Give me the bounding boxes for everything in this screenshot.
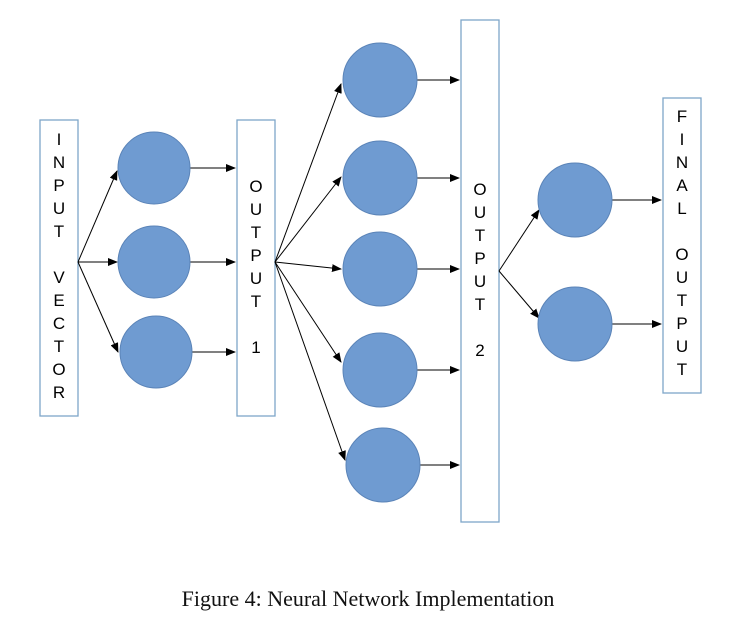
layer2-node [342, 231, 418, 307]
edge-output1-to-node6 [274, 261, 342, 273]
label-letter: O [52, 360, 65, 379]
label-letter: L [677, 199, 686, 218]
layer3-node [537, 162, 613, 238]
label-letter: T [475, 226, 485, 245]
edge-input-to-node3 [77, 261, 119, 353]
label-letter: P [676, 314, 687, 333]
label-letter: V [53, 268, 65, 287]
label-letter: U [474, 203, 486, 222]
edge-output1-to-node8 [274, 261, 346, 461]
label-letter: T [677, 291, 687, 310]
figure-caption: Figure 4: Neural Network Implementation [181, 586, 555, 611]
label-letter: N [676, 153, 688, 172]
label-letter: 1 [251, 338, 260, 357]
edge-output2-to-node10 [498, 270, 540, 319]
label-letter: T [54, 222, 64, 241]
label-letter: O [675, 245, 688, 264]
layer2-node [342, 140, 418, 216]
layer1-node [117, 225, 191, 299]
label-letter: U [250, 269, 262, 288]
input-vector-box [39, 119, 79, 417]
label-letter: U [53, 199, 65, 218]
edge-output1-to-node5 [274, 176, 342, 263]
final-output-box [662, 97, 702, 394]
output2-box [460, 19, 500, 523]
label-letter: T [251, 292, 261, 311]
label-letter: F [677, 107, 687, 126]
label-letter: A [676, 176, 688, 195]
label-letter: E [53, 291, 64, 310]
layer2-node [342, 42, 418, 118]
edge-output1-to-node7 [274, 261, 342, 363]
layer1-node [119, 315, 193, 389]
label-letter: C [53, 314, 65, 333]
edge-output1-to-node4 [274, 83, 342, 263]
label-letter: R [53, 383, 65, 402]
label-letter: U [676, 268, 688, 287]
layer2-node [345, 427, 421, 503]
output1-box [236, 119, 276, 417]
label-letter: T [677, 360, 687, 379]
label-letter: U [250, 200, 262, 219]
label-letter: N [53, 153, 65, 172]
label-letter: O [249, 177, 262, 196]
edge-output2-to-node9 [498, 209, 540, 272]
layer1-node [117, 131, 191, 205]
label-letter: P [474, 249, 485, 268]
label-letter: O [473, 180, 486, 199]
label-letter: P [250, 246, 261, 265]
edge-input-to-node1 [77, 170, 118, 263]
label-letter: I [680, 130, 685, 149]
label-letter: 2 [475, 341, 484, 360]
label-letter: T [54, 337, 64, 356]
label-letter: U [676, 337, 688, 356]
label-letter: T [251, 223, 261, 242]
layer2-node [342, 332, 418, 408]
layer3-node [537, 286, 613, 362]
label-letter: T [475, 295, 485, 314]
label-letter: I [57, 130, 62, 149]
label-letter: P [53, 176, 64, 195]
label-letter: U [474, 272, 486, 291]
